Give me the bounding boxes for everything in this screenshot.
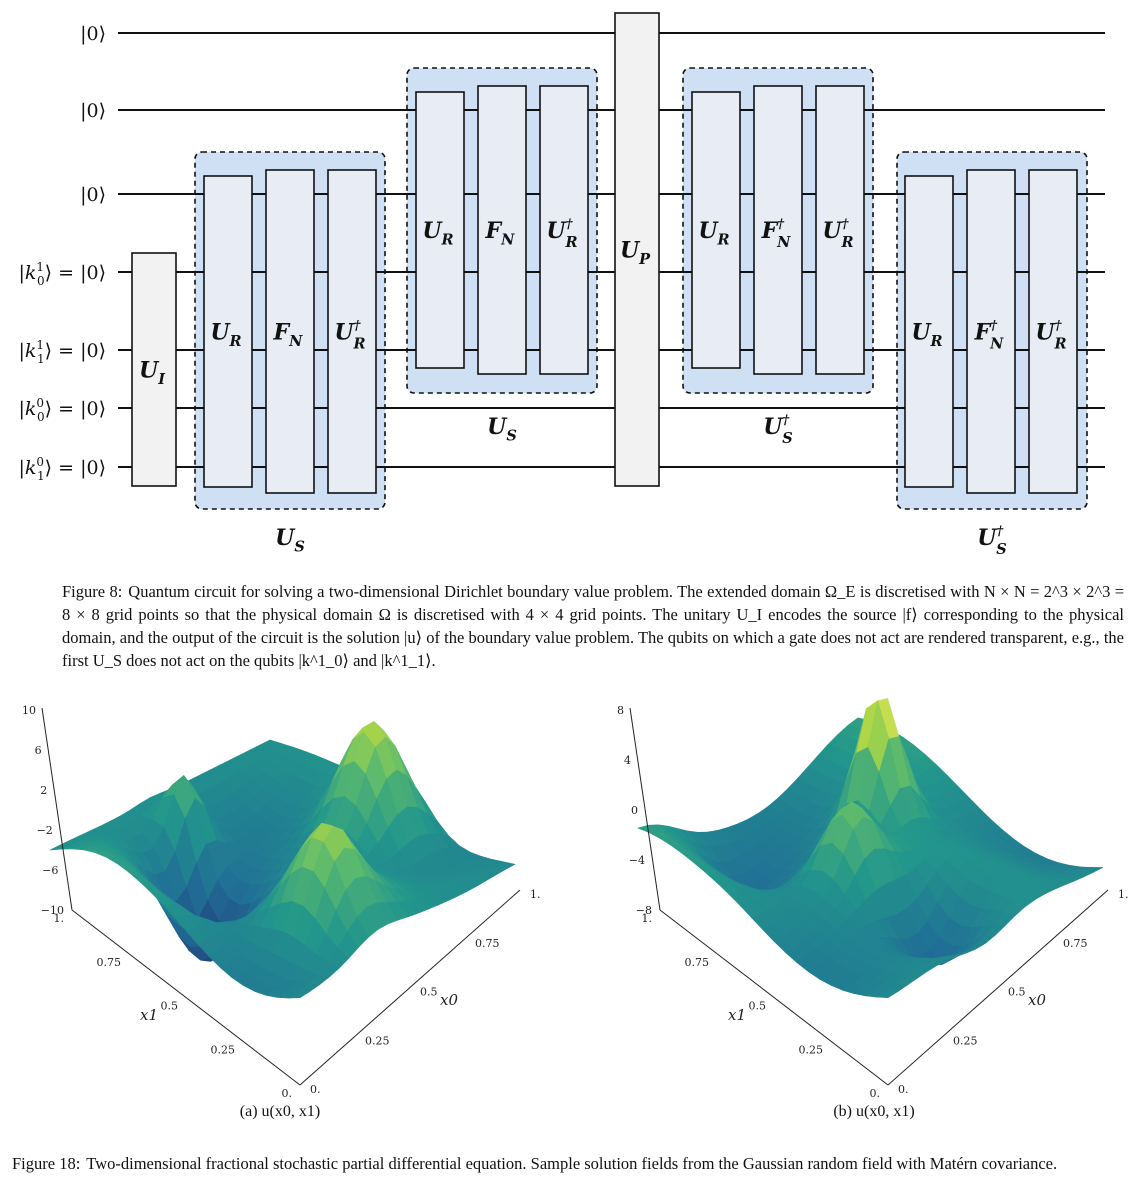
wire-label-3: |0⟩ — [80, 184, 106, 206]
gate-usd2-fnd: F†N — [966, 169, 1016, 494]
x0-tick-label: 0.75 — [1063, 937, 1088, 950]
x1-tick-label: 1. — [642, 912, 653, 925]
gate-us1-fn: FN — [265, 169, 315, 494]
z-tick-label: −2 — [37, 824, 53, 837]
z-axis — [629, 707, 661, 911]
gate-us1-fn-label: FN — [273, 320, 304, 351]
x0-axis — [887, 889, 1109, 1086]
gate-usd2-fnd-label: F†N — [974, 319, 1004, 353]
z-tick-label: −6 — [42, 864, 58, 877]
x1-axis — [659, 909, 889, 1086]
block-label-1: US — [275, 525, 305, 556]
gate-usd1-ur-label: UR — [698, 218, 729, 249]
figure-8-text: Quantum circuit for solving a two-dimens… — [62, 582, 1125, 670]
gate-us1-urd: U†R — [327, 169, 377, 494]
x1-tick-label: 1. — [54, 912, 65, 925]
block-label-2: US — [487, 414, 517, 445]
z-tick-label: 8 — [617, 704, 624, 717]
gate-us2-ur-label: UR — [422, 218, 453, 249]
x1-tick-label: 0.5 — [161, 1000, 179, 1013]
figure-18-text: Two-dimensional fractional stochastic pa… — [86, 1154, 1058, 1173]
x0-tick-label: 0.25 — [365, 1034, 390, 1047]
subplot-b-caption: (b) u(x0, x1) — [833, 1103, 915, 1120]
block-label-3: U†S — [763, 413, 793, 447]
z-axis — [41, 707, 73, 911]
gate-us2-fn: FN — [477, 85, 527, 375]
gate-us2-urd: U†R — [539, 85, 589, 375]
gate-up-label: UP — [620, 238, 651, 269]
x1-tick-label: 0.25 — [211, 1043, 236, 1056]
x0-tick-label: 0. — [898, 1083, 909, 1096]
x1-axis-label: x1 — [728, 1006, 746, 1024]
gate-usd2-ur: UR — [904, 175, 954, 488]
gate-usd1-ur: UR — [691, 91, 741, 369]
z-tick-label: −10 — [41, 904, 64, 917]
x0-tick-label: 0.5 — [420, 986, 438, 999]
gate-ui: UI — [131, 252, 177, 487]
x1-tick-label: 0.75 — [97, 956, 122, 969]
surface-plots: 1062−2−6−101.0.750.50.250.1.0.750.50.250… — [22, 698, 1129, 1100]
gate-up: UP — [614, 12, 660, 487]
gate-usd2-urd: U†R — [1028, 169, 1078, 494]
figure-8-caption: Figure 8:Quantum circuit for solving a t… — [62, 580, 1124, 672]
x0-tick-label: 1. — [530, 888, 541, 901]
figure-8-label: Figure 8: — [62, 582, 123, 601]
gate-usd2-urd-label: U†R — [1035, 319, 1066, 353]
wire-label-2: |0⟩ — [80, 100, 106, 122]
x1-axis — [71, 909, 301, 1086]
gate-us1-urd-label: U†R — [334, 319, 365, 353]
x0-tick-label: 1. — [1118, 888, 1129, 901]
x0-tick-label: 0.5 — [1008, 986, 1026, 999]
x0-tick-label: 0. — [310, 1083, 321, 1096]
z-tick-label: −4 — [629, 854, 645, 867]
gate-usd2-ur-label: UR — [911, 320, 942, 351]
gate-us2-ur: UR — [415, 91, 465, 369]
gate-ui-label: UI — [139, 358, 166, 389]
x1-tick-label: 0.25 — [799, 1043, 824, 1056]
z-tick-label: 6 — [35, 744, 42, 757]
gate-usd1-fnd: F†N — [753, 85, 803, 375]
x0-axis — [299, 889, 521, 1086]
x0-tick-label: 0.75 — [475, 937, 500, 950]
x0-tick-label: 0.25 — [953, 1034, 978, 1047]
x1-tick-label: 0.5 — [749, 1000, 767, 1013]
surface-plot-b — [637, 698, 1104, 999]
quantum-circuit-diagram: UI UP UR FN U†R UR FN U†R UR F†N U†R UR F†N U†R US US U†… — [18, 12, 1105, 558]
x1-axis-label: x1 — [140, 1006, 158, 1024]
wire-label-1: |0⟩ — [80, 23, 106, 45]
subplot-a-caption: (a) u(x0, x1) — [239, 1103, 321, 1120]
z-tick-label: 0 — [631, 804, 638, 817]
x1-tick-label: 0. — [282, 1087, 293, 1100]
gate-usd1-urd: U†R — [815, 85, 865, 375]
figure-18-label: Figure 18: — [12, 1154, 81, 1173]
x0-axis-label: x0 — [1028, 991, 1046, 1009]
gate-usd1-fnd-label: F†N — [761, 217, 791, 251]
surface-plot-a — [49, 721, 516, 999]
x1-tick-label: 0. — [870, 1087, 881, 1100]
gate-us1-ur: UR — [203, 175, 253, 488]
z-tick-label: 4 — [624, 754, 631, 767]
x1-tick-label: 0.75 — [685, 956, 710, 969]
z-tick-label: 10 — [22, 704, 36, 717]
figure-18-caption: Figure 18: Two-dimensional fractional sto… — [12, 1152, 1127, 1175]
gate-us2-urd-label: U†R — [546, 217, 577, 251]
z-tick-label: 2 — [40, 784, 47, 797]
gate-us2-fn-label: FN — [485, 218, 516, 249]
gate-us1-ur-label: UR — [210, 320, 241, 351]
block-label-4: U†S — [977, 524, 1007, 558]
x0-axis-label: x0 — [440, 991, 458, 1009]
gate-usd1-urd-label: U†R — [822, 217, 853, 251]
z-tick-label: −8 — [636, 904, 652, 917]
